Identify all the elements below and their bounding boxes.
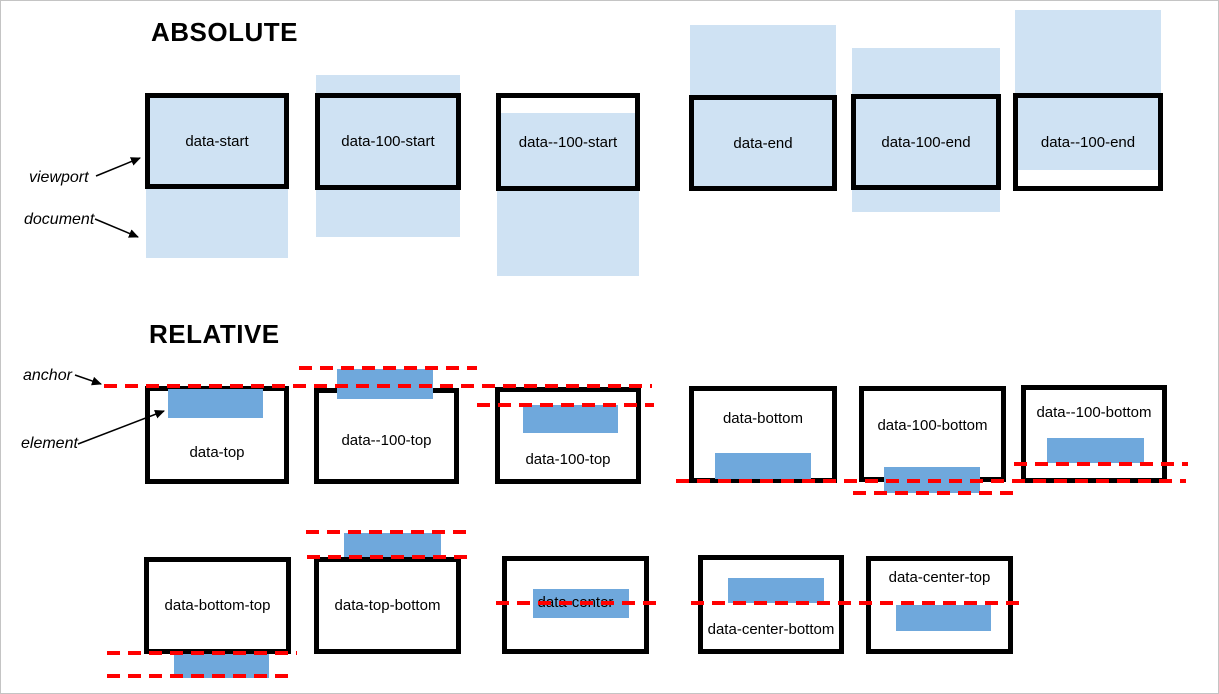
document-rect — [316, 75, 460, 237]
figure-data--100-end: data--100-end — [1013, 10, 1163, 191]
figure-data-top-bottom: data-top-bottom — [314, 533, 461, 654]
figure-data-start: data-start — [145, 93, 289, 258]
element-rect — [1047, 438, 1144, 463]
figure-data-100-start: data-100-start — [315, 75, 461, 237]
anchor-line — [676, 479, 1186, 483]
viewport-box: data-100-start — [315, 93, 461, 190]
figure-data--100-start: data--100-start — [496, 93, 640, 276]
figure-label: data-bottom-top — [164, 597, 271, 614]
element-rect — [523, 405, 618, 433]
anchor-line — [299, 366, 477, 370]
element-label: element — [21, 435, 78, 452]
element-rect — [168, 389, 263, 418]
viewport-arrow — [95, 157, 141, 177]
viewport-box — [495, 387, 641, 484]
document-rect — [690, 25, 836, 189]
figure-data-top: data-top — [145, 386, 289, 484]
viewport-box — [1021, 385, 1167, 483]
anchor-line — [307, 555, 468, 559]
viewport-box: data-start — [145, 93, 289, 189]
figure-data-100-top: data-100-top — [495, 387, 641, 484]
document-rect — [1015, 10, 1161, 170]
viewport-box: data-100-end — [851, 94, 1001, 190]
figure-label: data--100-end — [1040, 133, 1136, 151]
figure-label: data-bottom — [722, 410, 804, 427]
figure-label: data-end — [733, 134, 793, 152]
figure-label: data-start — [185, 132, 249, 150]
figure-label: data--100-start — [518, 133, 618, 151]
figure-data-end: data-end — [689, 25, 837, 191]
anchor-label: anchor — [23, 367, 72, 384]
figure-data-center: data-center — [502, 556, 649, 654]
figure-label: data--100-top — [341, 432, 432, 449]
figure-label: data--100-bottom — [1036, 404, 1152, 421]
figure-data--100-bottom: data--100-bottom — [1021, 385, 1167, 483]
element-rect — [715, 453, 811, 479]
anchor-line — [107, 674, 295, 678]
figure-label: data-top — [189, 444, 245, 461]
viewport-box — [314, 557, 461, 654]
anchor-line — [306, 530, 467, 534]
document-rect — [497, 113, 639, 276]
figure-data--100-top: data--100-top — [314, 369, 459, 484]
figure-label: data-100-bottom — [877, 417, 988, 434]
viewport-box: data--100-end — [1013, 93, 1163, 191]
document-rect — [146, 95, 288, 258]
element-rect — [896, 605, 991, 631]
viewport-label: viewport — [29, 169, 89, 186]
anchor-line — [104, 384, 652, 388]
document-label: document — [24, 211, 95, 228]
anchor-line — [107, 651, 297, 655]
viewport-box — [866, 556, 1013, 654]
viewport-box: data-end — [689, 95, 837, 191]
figure-label: data-center-bottom — [707, 621, 835, 638]
viewport-box — [502, 556, 649, 654]
document-arrow — [94, 218, 139, 238]
relative-section-title: RELATIVE — [149, 319, 280, 349]
figure-label: data-top-bottom — [334, 597, 441, 614]
figure-data-bottom-top: data-bottom-top — [144, 557, 291, 678]
figure-label: data-100-start — [341, 133, 435, 150]
anchor-arrow — [74, 374, 102, 386]
element-rect — [728, 578, 824, 603]
anchor-line — [496, 601, 658, 605]
figure-data-100-end: data-100-end — [851, 48, 1001, 212]
figure-label: data-center-top — [888, 569, 991, 586]
anchor-line — [1014, 462, 1188, 466]
anchor-line — [853, 491, 1014, 495]
anchor-line — [691, 601, 1021, 605]
document-rect — [852, 48, 1000, 212]
anchor-line — [477, 403, 654, 407]
absolute-section-title: ABSOLUTE — [151, 17, 298, 47]
figure-label: data-100-end — [881, 133, 971, 151]
figure-data-100-bottom: data-100-bottom — [859, 386, 1006, 493]
figure-data-center-top: data-center-top — [866, 556, 1013, 654]
figure-label: data-100-top — [525, 451, 611, 468]
figure-data-bottom: data-bottom — [689, 386, 837, 483]
element-rect — [344, 533, 441, 557]
viewport-box: data--100-start — [496, 93, 640, 191]
